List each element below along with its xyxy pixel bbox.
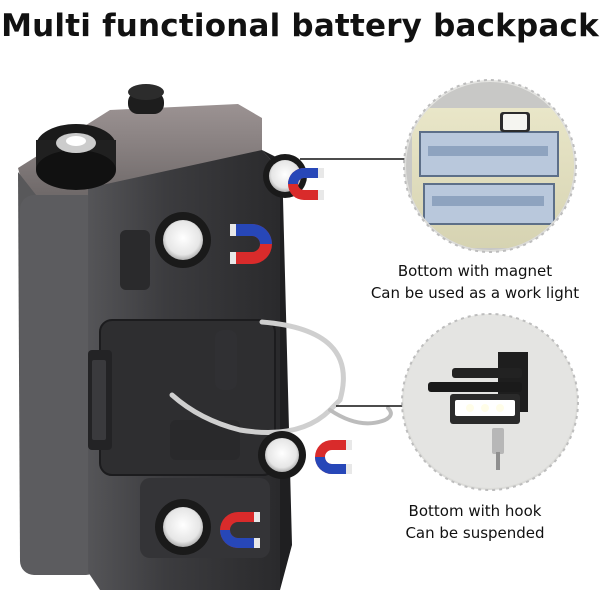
hook-feature-caption: Bottom with hook Can be suspended [360,500,590,544]
magnet-icon [315,440,352,474]
magnet-icon [230,224,272,264]
hook-callout-bubble [401,313,579,491]
magnet-icon [220,512,260,548]
case-magnet [155,499,211,555]
hook-feature-title: Bottom with hook [408,502,542,520]
magnet-feature-title: Bottom with magnet [397,262,553,280]
magnet-feature-caption: Bottom with magnet Can be used as a work… [360,260,590,304]
magnet-callout-bubble [403,79,577,253]
magnet-feature-description: Can be used as a work light [370,284,580,302]
hook-wire [169,319,346,435]
magnet-icon [288,168,324,200]
case-magnet [258,431,306,479]
page-title: Multi functional battery backpack [1,8,599,44]
hook-feature-description: Can be suspended [405,524,545,542]
case-magnet [155,212,211,268]
